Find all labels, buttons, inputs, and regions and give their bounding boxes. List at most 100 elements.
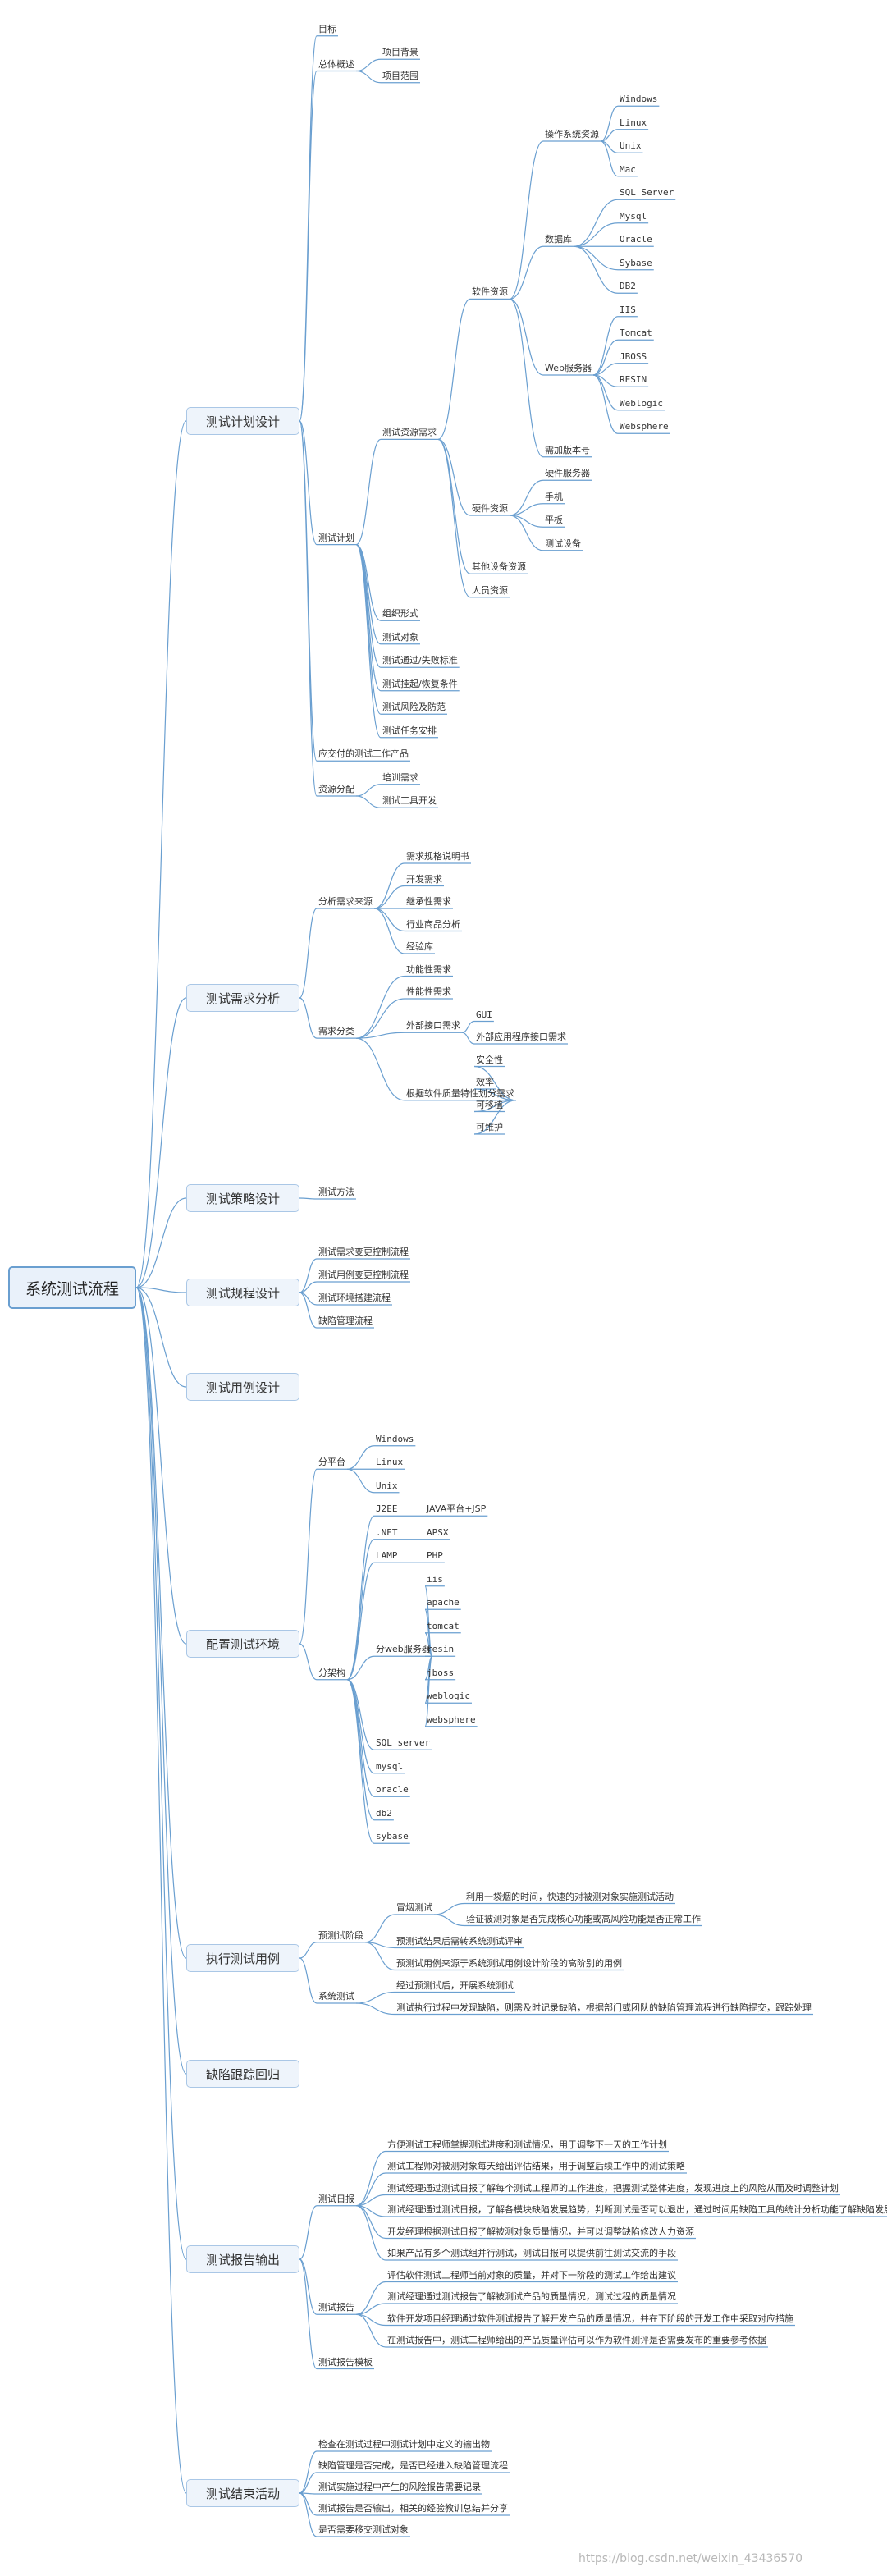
mindmap-node[interactable]: 外部应用程序接口需求 (476, 1032, 566, 1042)
mindmap-node[interactable]: 测试日报 (318, 2193, 354, 2204)
mindmap-node[interactable]: mysql (376, 1760, 404, 1772)
branch-9[interactable]: 测试报告输出 (186, 2245, 299, 2273)
mindmap-node[interactable]: 测试挂起/恢复条件 (382, 678, 458, 689)
mindmap-node[interactable]: 测试通过/失败标准 (382, 655, 458, 666)
mindmap-node[interactable]: tomcat (427, 1620, 460, 1631)
mindmap-node[interactable]: Mac (620, 163, 636, 175)
mindmap-node[interactable]: 测试实施过程中产生的风险报告需要记录 (318, 2482, 481, 2492)
mindmap-node[interactable]: RESIN (620, 374, 647, 386)
mindmap-node[interactable]: GUI (476, 1009, 492, 1020)
branch-1[interactable]: 测试计划设计 (186, 407, 299, 435)
mindmap-node[interactable]: 验证被测对象是否完成核心功能或高风险功能是否正常工作 (466, 1913, 701, 1924)
mindmap-node[interactable]: 测试环境搭建流程 (318, 1293, 391, 1303)
mindmap-node[interactable]: Oracle (620, 234, 652, 245)
mindmap-node[interactable]: Websphere (620, 421, 669, 432)
mindmap-node[interactable]: 平板 (545, 515, 563, 526)
mindmap-node[interactable]: 可移植 (476, 1099, 503, 1110)
mindmap-node[interactable]: 测试方法 (318, 1187, 354, 1197)
mindmap-node[interactable]: 行业商品分析 (406, 918, 460, 930)
mindmap-node[interactable]: 需求规格说明书 (406, 851, 469, 862)
mindmap-node[interactable]: 测试工程师对被测对象每天给出评估结果，用于调整后续工作中的测试策略 (387, 2161, 685, 2171)
mindmap-node[interactable]: 分架构 (318, 1667, 345, 1678)
mindmap-node[interactable]: 应交付的测试工作产品 (318, 748, 409, 760)
mindmap-node[interactable]: 预测试阶段 (318, 1929, 363, 1941)
mindmap-node[interactable]: 经验库 (406, 941, 433, 952)
mindmap-node[interactable]: 测试对象 (382, 631, 418, 643)
mindmap-node[interactable]: 测试报告 (318, 2302, 354, 2313)
mindmap-node[interactable]: Linux (620, 117, 647, 128)
mindmap-node[interactable]: PHP (427, 1550, 443, 1562)
mindmap-node[interactable]: DB2 (620, 281, 636, 292)
mindmap-node[interactable]: apache (427, 1597, 460, 1608)
mindmap-node[interactable]: 分析需求来源 (318, 896, 373, 907)
mindmap-node[interactable]: 测试工具开发 (382, 795, 437, 807)
mindmap-node[interactable]: LAMP (376, 1550, 398, 1562)
mindmap-node[interactable]: 利用一袋烟的时间，快速的对被测对象实施测试活动 (466, 1891, 674, 1902)
mindmap-node[interactable]: JAVA平台+JSP (427, 1503, 487, 1515)
mindmap-node[interactable]: db2 (376, 1807, 392, 1819)
mindmap-node[interactable]: 评估软件测试工程师当前对象的质量，并对下一阶段的测试工作给出建议 (387, 2269, 676, 2281)
mindmap-node[interactable]: IIS (620, 304, 636, 315)
branch-5[interactable]: 测试用例设计 (186, 1373, 299, 1401)
mindmap-node[interactable]: 软件资源 (472, 286, 508, 298)
mindmap-node[interactable]: Unix (620, 140, 642, 152)
mindmap-node[interactable]: Mysql (620, 210, 647, 222)
mindmap-node[interactable]: 预测试结果后需转系统测试评审 (396, 1935, 523, 1947)
mindmap-node[interactable]: J2EE (376, 1503, 398, 1515)
mindmap-node[interactable]: Tomcat (620, 327, 652, 339)
mindmap-node[interactable]: 目标 (318, 23, 336, 34)
mindmap-node[interactable]: Linux (376, 1457, 404, 1468)
mindmap-node[interactable]: 测试经理通过测试日报了解每个测试工程师的工作进度，把握测试整体进度，发现进度上的… (387, 2182, 839, 2194)
mindmap-node[interactable]: 硬件服务器 (545, 468, 590, 479)
mindmap-node[interactable]: 如果产品有多个测试组并行测试，测试日报可以提供前往测试交流的手段 (387, 2248, 676, 2258)
mindmap-node[interactable]: 测试报告模板 (318, 2356, 373, 2368)
branch-4[interactable]: 测试规程设计 (186, 1279, 299, 1306)
mindmap-node[interactable]: 测试设备 (545, 538, 581, 549)
mindmap-node[interactable]: Web服务器 (545, 363, 592, 373)
mindmap-node[interactable]: 手机 (545, 491, 563, 502)
mindmap-node[interactable]: 测试任务安排 (382, 725, 437, 736)
mindmap-node[interactable]: 其他设备资源 (472, 561, 526, 573)
mindmap-node[interactable]: 性能性需求 (406, 986, 451, 997)
mindmap-node[interactable]: 测试用例变更控制流程 (318, 1270, 409, 1280)
branch-8[interactable]: 缺陷跟踪回归 (186, 2060, 299, 2088)
mindmap-node[interactable]: JBOSS (620, 350, 647, 362)
mindmap-node[interactable]: 缺陷管理流程 (318, 1315, 373, 1326)
mindmap-node[interactable]: 需加版本号 (545, 444, 590, 455)
mindmap-node[interactable]: Weblogic (620, 397, 663, 409)
mindmap-node[interactable]: SQL server (376, 1737, 431, 1749)
mindmap-node[interactable]: 人员资源 (472, 584, 508, 596)
mindmap-node[interactable]: iis (427, 1573, 443, 1585)
mindmap-node[interactable]: 在测试报告中，测试工程师给出的产品质量评估可以作为软件测评是否需要发布的重要参考… (387, 2335, 766, 2345)
mindmap-node[interactable]: Unix (376, 1480, 398, 1491)
mindmap-node[interactable]: 操作系统资源 (545, 129, 599, 140)
mindmap-node[interactable]: 开发经理根据测试日报了解被测对象质量情况，并可以调整缺陷修改人力资源 (387, 2226, 694, 2237)
mindmap-node[interactable]: 需求分类 (318, 1026, 354, 1037)
mindmap-node[interactable]: 经过预测试后，开展系统测试 (396, 1979, 514, 1991)
mindmap-node[interactable]: 开发需求 (406, 873, 442, 885)
mindmap-node[interactable]: 冒烟测试 (396, 1902, 432, 1913)
mindmap-node[interactable]: 测试风险及防范 (382, 702, 446, 713)
mindmap-node[interactable]: oracle (376, 1784, 409, 1796)
mindmap-node[interactable]: 继承性需求 (406, 896, 451, 907)
mindmap-node[interactable]: 效率 (476, 1077, 494, 1087)
mindmap-node[interactable]: 功能性需求 (406, 963, 451, 975)
mindmap-node[interactable]: weblogic (427, 1691, 470, 1702)
mindmap-node[interactable]: 方便测试工程师掌握测试进度和测试情况，用于调整下一天的工作计划 (387, 2139, 667, 2150)
mindmap-node[interactable]: resin (427, 1644, 455, 1655)
root-node[interactable]: 系统测试流程 (8, 1266, 136, 1309)
mindmap-node[interactable]: SQL Server (620, 187, 674, 199)
mindmap-node[interactable]: 分web服务器 (376, 1644, 431, 1655)
mindmap-node[interactable]: 项目范围 (382, 70, 418, 81)
mindmap-node[interactable]: 安全性 (476, 1054, 503, 1065)
mindmap-node[interactable]: 预测试用例来源于系统测试用例设计阶段的高阶别的用例 (396, 1957, 622, 1969)
mindmap-node[interactable]: 测试经理通过测试日报，了解各模块缺陷发展趋势，判断测试是否可以退出，通过时间用缺… (387, 2204, 887, 2215)
mindmap-node[interactable]: Windows (376, 1433, 414, 1444)
mindmap-node[interactable]: APSX (427, 1526, 449, 1538)
mindmap-node[interactable]: 分平台 (318, 1457, 345, 1468)
mindmap-node[interactable]: 培训需求 (382, 771, 418, 783)
mindmap-node[interactable]: 根据软件质量特性划分需求 (406, 1087, 514, 1099)
mindmap-node[interactable]: 系统测试 (318, 1991, 354, 2002)
mindmap-node[interactable]: 测试执行过程中发现缺陷，则需及时记录缺陷，根据部门或团队的缺陷管理流程进行缺陷提… (396, 2002, 812, 2013)
mindmap-node[interactable]: Sybase (620, 257, 652, 268)
